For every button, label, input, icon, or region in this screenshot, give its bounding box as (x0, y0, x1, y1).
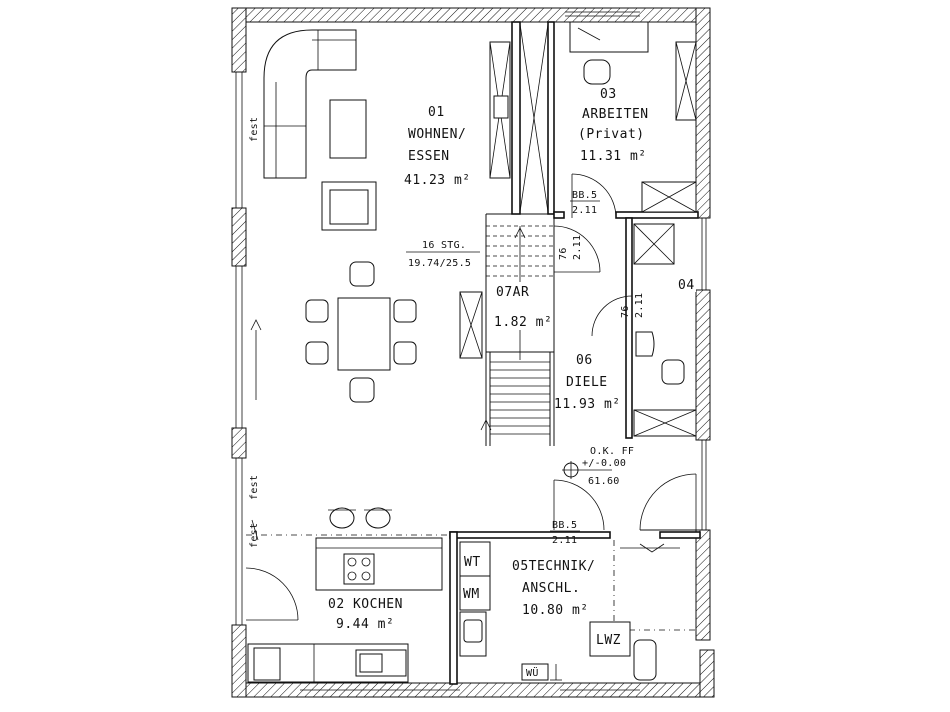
level-value: +/-0.00 (582, 458, 626, 469)
kochen-area: 9.44 m² (336, 617, 394, 632)
level-height: 61.60 (588, 476, 620, 487)
door-label-arbeiten: BB.5 2.11 (570, 190, 600, 216)
lwz-unit (589, 621, 631, 657)
room-label-wohnen: 01 WOHNEN/ ESSEN 41.23 m² (404, 105, 471, 188)
washbasin (635, 331, 655, 357)
interior-walls (449, 21, 701, 685)
wardrobe (675, 41, 697, 121)
kitchen-row (247, 643, 409, 683)
room-label-abstell: 07AR 1.82 m² (492, 282, 552, 330)
door-abstell-top: 76 (558, 247, 569, 260)
bath-shelf (633, 409, 697, 437)
door-technik-bottom: 2.11 (552, 535, 577, 546)
level-marker (562, 461, 612, 479)
wm-box (459, 575, 491, 611)
wm-label: WM (463, 587, 480, 602)
wohnen-number: 01 (428, 105, 445, 120)
window-notes: fest fest fest (249, 117, 260, 548)
sofa (263, 29, 357, 179)
diele-name: DIELE (566, 375, 608, 390)
door-abstell-bottom: 2.11 (572, 235, 583, 260)
dining-set (305, 261, 417, 403)
room-label-diele: 06 DIELE 11.93 m² (554, 353, 621, 412)
coffee-table (329, 99, 367, 159)
wt-label: WT (464, 555, 481, 570)
door-label-abstell: 76 2.11 (558, 235, 583, 260)
staircase (480, 225, 554, 446)
stair-ratio: 19.74/25.5 (408, 258, 471, 269)
level-title: O.K. FF (590, 446, 634, 457)
stair-arrow (480, 419, 492, 431)
fest-label-2: fest (249, 475, 260, 500)
wt-box (459, 541, 491, 577)
room-label-kochen: 02 KOCHEN 9.44 m² (328, 597, 403, 632)
door-bad-top: 76 (620, 305, 631, 318)
wu-box (521, 663, 562, 681)
office-chair (583, 59, 611, 85)
door-technik-top: BB.5 (552, 520, 577, 531)
exterior-walls (231, 7, 715, 698)
wohnen-area: 41.23 m² (404, 173, 471, 188)
fest-label-3: fest (249, 523, 260, 548)
utility-sink (459, 611, 487, 657)
bad-number: 04 (678, 278, 695, 293)
wohnen-name-2: ESSEN (408, 149, 450, 164)
door-arc-arbeiten (571, 173, 617, 219)
technik-name-2: ANSCHL. (522, 581, 580, 596)
diele-area: 11.93 m² (554, 397, 621, 412)
door-label-bad: 76 2.11 (620, 293, 645, 318)
armchair (321, 181, 377, 231)
cabinet-2 (459, 291, 483, 359)
level-label: O.K. FF +/-0.00 61.60 (582, 446, 634, 487)
shelf-unit (641, 181, 697, 213)
door-arc-bad (591, 295, 633, 337)
stair-label: 16 STG. 19.74/25.5 (406, 240, 480, 269)
abstell-name: 07AR (496, 285, 529, 300)
room-label-bad: 04 (676, 276, 696, 293)
room-label-technik: 05TECHNIK/ ANSCHL. 10.80 m² (512, 559, 595, 618)
door-arc-technik (553, 479, 605, 531)
wohnen-name-1: WOHNEN/ (408, 127, 466, 142)
desk (569, 21, 649, 53)
wu-label: WÜ (526, 666, 539, 679)
arbeiten-number: 03 (600, 87, 617, 102)
bar-stools (328, 507, 392, 529)
door-arc-kochen (245, 567, 299, 621)
technik-name-1: 05TECHNIK/ (512, 559, 595, 574)
lwz-label: LWZ (596, 633, 621, 648)
windows (235, 11, 707, 691)
arbeiten-sub: (Privat) (578, 127, 645, 142)
appliance-labels: WT WM LWZ WÜ (463, 555, 621, 679)
shower (633, 223, 675, 265)
arbeiten-area: 11.31 m² (580, 149, 647, 164)
door-arbeiten-top: BB.5 (572, 190, 597, 201)
stair-steps: 16 STG. (422, 240, 466, 251)
kitchen-counter (315, 537, 443, 591)
shaft (519, 23, 549, 213)
stair-arrow (514, 227, 526, 239)
door-arbeiten-bottom: 2.11 (572, 205, 597, 216)
kochen-name: 02 KOCHEN (328, 597, 403, 612)
door-label-technik: BB.5 2.11 (550, 520, 580, 546)
diele-number: 06 (576, 353, 593, 368)
technik-area: 10.80 m² (522, 603, 589, 618)
front-door-arc (639, 473, 697, 531)
door-bad-bottom: 2.11 (634, 293, 645, 318)
toilet (661, 359, 685, 385)
room-label-arbeiten: 03 ARBEITEN (Privat) 11.31 m² (578, 87, 649, 164)
door-arc-abstell (553, 225, 601, 273)
fest-label-1: fest (249, 117, 260, 142)
arbeiten-name: ARBEITEN (582, 107, 649, 122)
abstell-area: 1.82 m² (494, 315, 552, 330)
technik-unit (620, 543, 680, 681)
cabinet (489, 41, 511, 179)
direction-arrows (250, 319, 262, 541)
